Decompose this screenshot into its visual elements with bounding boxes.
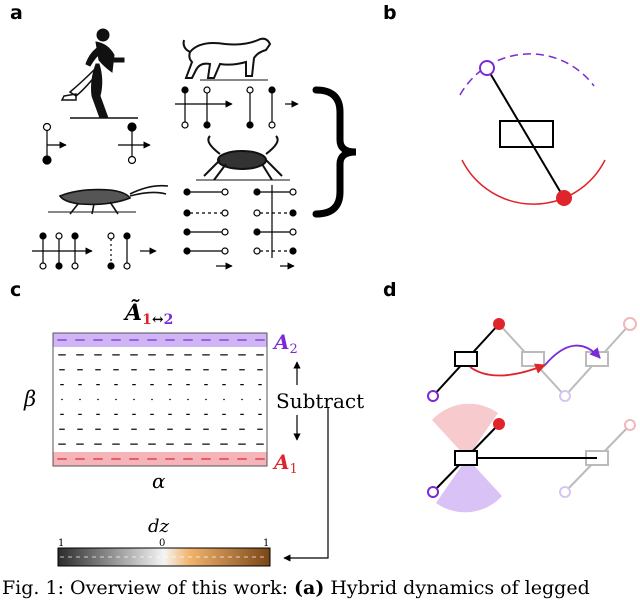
pendulum-mass-red bbox=[556, 190, 572, 206]
pendulum-upper-arc bbox=[459, 53, 595, 96]
colorbar-tick-right: 1 bbox=[263, 538, 269, 549]
beta-axis-label: β bbox=[23, 387, 36, 411]
a-tilde-label: Ã1↔2 bbox=[123, 299, 173, 328]
panel-a-illustrations bbox=[32, 28, 357, 270]
cockroach-illustration bbox=[48, 184, 169, 215]
crab-gait-diagram bbox=[183, 185, 297, 270]
colorbar-tick-left: 1 bbox=[58, 538, 64, 549]
dz-label: dz bbox=[148, 516, 170, 537]
panel-c-vector-field bbox=[52, 332, 329, 567]
red-trajectory bbox=[469, 363, 547, 377]
lioness-illustration bbox=[182, 37, 272, 81]
panel-b-pendulum bbox=[459, 53, 606, 206]
a2-band bbox=[53, 333, 267, 347]
caption-prefix: Fig. 1: Overview of this work: bbox=[2, 577, 295, 599]
subtract-connector bbox=[283, 408, 329, 562]
crab-illustration bbox=[196, 135, 290, 181]
human-runner-illustration bbox=[60, 28, 138, 119]
a1-label: A1 bbox=[272, 450, 298, 477]
panel-label-d: d bbox=[383, 279, 397, 301]
panel-label-c: c bbox=[10, 279, 22, 301]
purple-wedge bbox=[436, 458, 502, 513]
subtract-label: Subtract bbox=[276, 389, 364, 413]
curly-brace bbox=[312, 86, 357, 218]
figure-caption: Fig. 1: Overview of this work: (a) Hybri… bbox=[2, 577, 590, 599]
human-gait-diagram bbox=[42, 122, 151, 165]
panel-label-b: b bbox=[383, 2, 397, 24]
a1-band bbox=[53, 452, 267, 466]
figure-canvas: Ã1↔2 A2 A1 β α Subtract dz 1 0 1 bbox=[23, 28, 637, 567]
red-wedge bbox=[432, 403, 498, 458]
a2-label: A2 bbox=[272, 330, 298, 357]
pendulum-lower-arc bbox=[461, 159, 606, 205]
vector-field-arrows bbox=[57, 339, 265, 460]
field-frame bbox=[52, 332, 268, 467]
panel-label-a: a bbox=[10, 2, 23, 24]
caption-rest: Hybrid dynamics of legged bbox=[324, 577, 590, 599]
caption-bold: (a) bbox=[294, 577, 325, 599]
hexapod-gait-diagram bbox=[32, 232, 157, 270]
quadruped-gait-diagram bbox=[175, 86, 299, 129]
pendulum-body-box bbox=[499, 120, 554, 148]
alpha-axis-label: α bbox=[152, 469, 166, 493]
colorbar-tick-mid: 0 bbox=[159, 538, 165, 549]
purple-trajectory bbox=[544, 344, 601, 366]
panel-d-diagrams bbox=[427, 317, 637, 513]
pendulum-pivot-purple bbox=[479, 60, 495, 76]
